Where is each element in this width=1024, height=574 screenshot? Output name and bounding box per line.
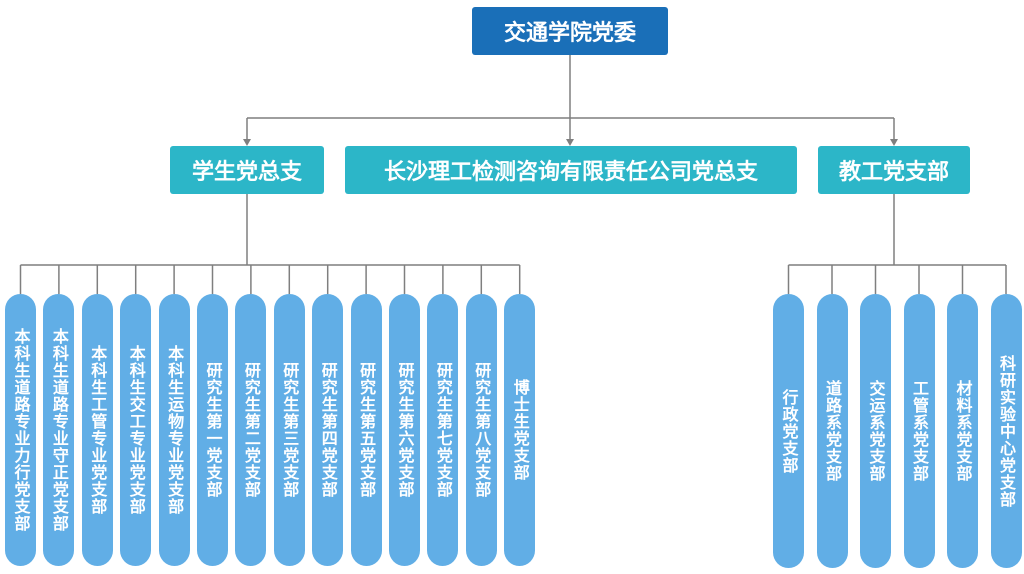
group-node-faculty: 教工党支部 — [818, 146, 970, 194]
leaf-label: 交运系党支部 — [866, 380, 886, 482]
leaf-label: 研究生第三党支部 — [280, 362, 300, 498]
group-node-company: 长沙理工检测咨询有限责任公司党总支 — [345, 146, 797, 194]
leaf-label: 研究生第七党支部 — [433, 362, 453, 498]
leaf-label: 工管系党支部 — [910, 380, 929, 482]
leaf-node: 本科生工管专业党支部 — [81, 294, 113, 566]
leaf-node: 工管系党支部 — [903, 294, 935, 568]
leaf-label: 博士生党支部 — [510, 379, 530, 481]
root-label: 交通学院党委 — [503, 21, 636, 46]
group-arrow — [243, 139, 251, 146]
leaf-node: 道路系党支部 — [816, 294, 848, 568]
group-label-student: 学生党总支 — [191, 160, 302, 185]
leaf-node: 本科生道路专业力行党支部 — [5, 294, 36, 566]
leaf-node: 研究生第五党支部 — [350, 294, 382, 566]
group-arrow — [566, 139, 574, 146]
leaf-node: 科研实验中心党支部 — [990, 294, 1022, 568]
leaf-node: 行政党支部 — [773, 294, 804, 568]
leaf-label: 研究生第二党支部 — [241, 362, 261, 498]
leaf-label: 研究生第八党支部 — [472, 362, 492, 498]
leaf-label: 行政党支部 — [779, 388, 799, 474]
group-arrow — [890, 139, 898, 146]
leaf-node: 本科生道路专业守正党支部 — [43, 294, 75, 566]
group-node-student: 学生党总支 — [170, 146, 324, 194]
leaf-label: 本科生道路专业守正党支部 — [49, 328, 69, 532]
leaf-node: 交运系党支部 — [860, 294, 891, 568]
group-label-faculty: 教工党支部 — [838, 160, 949, 185]
root-node: 交通学院党委 — [472, 7, 668, 55]
leaf-node: 研究生第七党支部 — [427, 294, 459, 566]
leaf-node: 研究生第六党支部 — [389, 294, 420, 566]
group-label-company: 长沙理工检测咨询有限责任公司党总支 — [383, 160, 758, 185]
leaf-node: 本科生运物专业党支部 — [158, 294, 190, 566]
leaf-label: 本科生运物专业党支部 — [165, 345, 185, 515]
leaf-label: 研究生第一党支部 — [203, 362, 223, 498]
leaf-label: 本科生交工专业党支部 — [126, 345, 146, 515]
leaf-node: 博士生党支部 — [504, 294, 536, 566]
leaf-label: 材料系党支部 — [953, 380, 973, 482]
leaf-node: 材料系党支部 — [947, 294, 978, 568]
leaf-node: 研究生第三党支部 — [273, 294, 305, 566]
leaf-label: 本科生道路专业力行党支部 — [11, 328, 31, 532]
leaf-label: 研究生第五党支部 — [357, 362, 377, 498]
leaf-label: 本科生工管专业党支部 — [88, 345, 108, 515]
leaf-node: 研究生第四党支部 — [312, 294, 344, 566]
leaf-node: 研究生第二党支部 — [235, 294, 267, 566]
leaf-label: 道路系党支部 — [823, 380, 842, 482]
leaf-label: 研究生第四党支部 — [318, 362, 338, 498]
leaf-node: 研究生第八党支部 — [465, 294, 497, 566]
leaf-label: 科研实验中心党支部 — [997, 354, 1016, 508]
leaf-node: 研究生第一党支部 — [197, 294, 228, 566]
leaf-label: 研究生第六党支部 — [395, 362, 415, 498]
leaf-node: 本科生交工专业党支部 — [120, 294, 152, 566]
